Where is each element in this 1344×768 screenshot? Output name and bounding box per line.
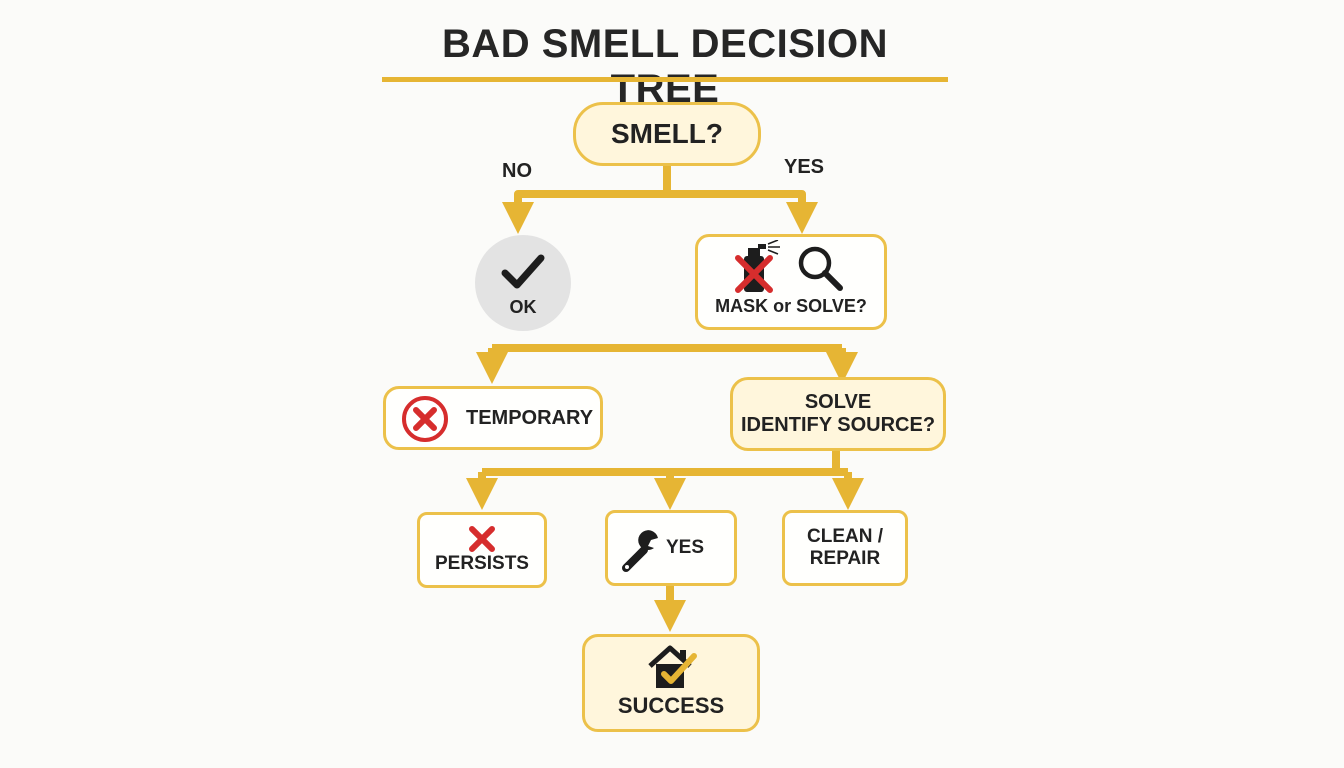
node-smell: SMELL? bbox=[573, 102, 761, 166]
node-mask-or-solve-label: MASK or SOLVE? bbox=[715, 296, 867, 316]
node-clean-repair: CLEAN / REPAIR bbox=[782, 510, 908, 586]
checkmark-icon bbox=[501, 254, 545, 289]
node-yes-fix-label: YES bbox=[665, 537, 704, 558]
node-solve-identify-source: SOLVE IDENTIFY SOURCE? bbox=[730, 377, 946, 451]
node-ok-label: OK bbox=[509, 297, 537, 317]
node-solve-line2: IDENTIFY SOURCE? bbox=[740, 414, 936, 436]
spray-can-crossed-icon bbox=[735, 240, 780, 293]
x-mark-icon bbox=[469, 526, 495, 552]
node-success-label: SUCCESS bbox=[617, 693, 725, 718]
node-temporary-label: TEMPORARY bbox=[466, 406, 594, 429]
wrench-icon bbox=[622, 530, 658, 572]
node-persists: PERSISTS bbox=[417, 512, 547, 588]
node-clean-line2: REPAIR bbox=[809, 548, 881, 569]
magnifier-icon bbox=[798, 246, 843, 291]
node-clean-line1: CLEAN / bbox=[807, 526, 883, 548]
node-smell-label: SMELL? bbox=[611, 118, 723, 149]
connector-yes-branch bbox=[667, 190, 818, 234]
x-circle-icon bbox=[402, 396, 448, 442]
title-underline bbox=[382, 77, 948, 82]
node-solve-line1: SOLVE bbox=[804, 391, 872, 413]
diagram-title: BAD SMELL DECISION TREE bbox=[441, 22, 889, 111]
branch-label-yes: YES bbox=[784, 156, 825, 178]
house-check-icon bbox=[648, 645, 697, 688]
connector-no-branch bbox=[502, 190, 667, 234]
branch-label-no: NO bbox=[502, 160, 532, 182]
node-mask-or-solve: MASK or SOLVE? bbox=[695, 234, 887, 330]
node-yes-fix: YES bbox=[605, 510, 737, 586]
node-persists-label: PERSISTS bbox=[435, 553, 529, 574]
